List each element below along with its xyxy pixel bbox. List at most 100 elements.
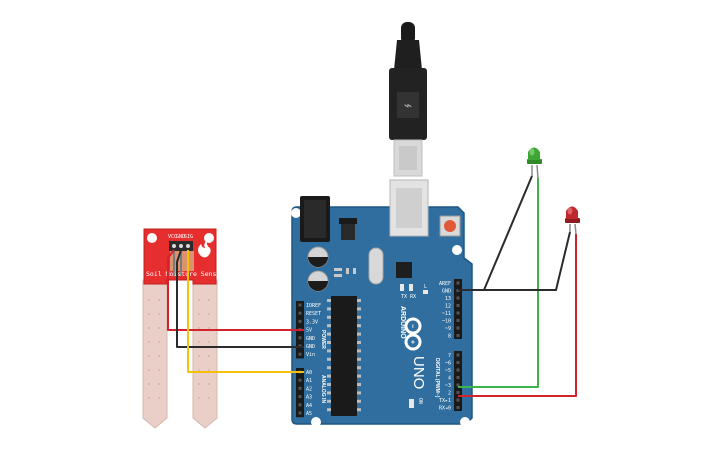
digital-pin-socket[interactable] [456, 353, 460, 357]
mounting-hole [204, 233, 214, 243]
probe-trace-dot [148, 299, 150, 301]
power-pin-socket[interactable] [298, 303, 302, 307]
probe-left [142, 279, 168, 429]
probe-trace-dot [158, 355, 160, 357]
wire-black-gnd[interactable] [176, 249, 304, 348]
model-label: UNO [410, 356, 427, 389]
chip-pin [327, 366, 331, 370]
digital-pin-label: ~6 [445, 361, 451, 367]
digital-pin-socket[interactable] [456, 391, 460, 394]
analog-pin-label: A5 [306, 411, 312, 417]
digital-pin-label: 13 [445, 296, 451, 302]
digital-pin-socket[interactable] [456, 406, 460, 409]
arduino-uno-board[interactable]: TX RX L − + ARDUINO UNO ON IOREFRESET3.3… [291, 179, 473, 427]
atmega-chip [327, 296, 361, 416]
digital-pin-socket[interactable] [456, 368, 460, 372]
probe-trace-dot [198, 369, 200, 371]
wire-green-pin4[interactable] [458, 178, 539, 388]
digital-pin-label: 2 [448, 391, 451, 397]
analog-pin-socket[interactable] [298, 386, 302, 390]
chip-pin [357, 332, 361, 336]
probe-trace-dot [208, 355, 210, 357]
digital-pin-label: AREF [439, 281, 451, 287]
red-led[interactable] [565, 206, 580, 235]
chip-pin [357, 307, 361, 311]
chip-pin [357, 299, 361, 302]
probe-trace-dot [148, 327, 150, 329]
chip-pin [327, 315, 331, 319]
analog-pin-label: A3 [306, 395, 312, 401]
chip-pin [327, 307, 331, 311]
wire-yellow-a0[interactable] [187, 250, 304, 373]
digital-pin-socket[interactable] [456, 398, 460, 402]
power-pin-socket[interactable] [298, 352, 302, 356]
power-pin-label: 3.3V [306, 319, 318, 325]
digital-header-label: DIGITAL (PWM~) [434, 358, 440, 398]
digital-pin-label: ~5 [445, 368, 451, 374]
power-pin-label: GND [306, 336, 315, 342]
analog-pin-socket[interactable] [298, 395, 302, 399]
digital-pin-socket[interactable] [456, 319, 460, 322]
probe-trace-dot [158, 341, 160, 343]
probe-right [192, 279, 218, 429]
reset-button[interactable] [439, 215, 461, 237]
digital-pin-socket[interactable] [456, 296, 460, 300]
chip-pin [327, 332, 331, 336]
analog-pin-label: A0 [306, 370, 312, 376]
digital-pin-label: GND [442, 289, 451, 295]
power-pin-socket[interactable] [298, 311, 302, 315]
digital-pin-socket[interactable] [456, 281, 460, 285]
probe-trace-dot [198, 341, 200, 343]
probe-trace-dot [158, 299, 160, 301]
chip-pin [357, 349, 361, 353]
power-header-label: POWER [320, 330, 326, 349]
analog-header-label: ANALOG IN [320, 375, 326, 403]
digital-pin-label: ~11 [442, 311, 451, 317]
probe-trace-dot [198, 355, 200, 357]
power-pin-socket[interactable] [298, 319, 302, 323]
power-pin-label: RESET [306, 311, 321, 317]
probe-trace-dot [148, 313, 150, 315]
power-pin-socket[interactable] [298, 336, 302, 340]
probe-trace-dot [158, 397, 160, 399]
chip-pin [327, 341, 331, 344]
probe-trace-dot [208, 383, 210, 385]
digital-pin-socket[interactable] [456, 376, 460, 379]
wire-red-5v[interactable] [167, 249, 304, 331]
capacitor [307, 270, 329, 292]
digital-pin-socket[interactable] [456, 304, 460, 307]
analog-pin-socket[interactable] [298, 378, 302, 382]
usb-cable[interactable]: ⌁ [389, 22, 427, 177]
wire-black-led-gnd-red[interactable] [484, 231, 571, 291]
digital-pin-socket[interactable] [456, 326, 460, 330]
probe-trace-dot [198, 327, 200, 329]
arduino-logo: − + [404, 317, 422, 351]
soil-moisture-sensor[interactable]: VCC GND SIG Soil Moisture Sensor [142, 228, 224, 429]
analog-pin-label: A4 [306, 403, 312, 409]
digital-pin-label: RX◂0 [439, 406, 451, 412]
digital-pin-socket[interactable] [456, 361, 460, 364]
sensor-pin-gnd: GND [176, 234, 185, 240]
green-led[interactable] [527, 147, 542, 179]
wire-red-pin2[interactable] [458, 234, 577, 397]
probe-trace-dot [198, 383, 200, 385]
digital-pin-label: ~10 [442, 319, 451, 325]
digital-pin-socket[interactable] [456, 311, 460, 315]
power-pin-label: IOREF [306, 303, 321, 309]
usb-icon: ⌁ [404, 97, 412, 113]
digital-pin-label: 4 [448, 376, 451, 382]
digital-pin-socket[interactable] [456, 334, 460, 337]
chip-pin [357, 366, 361, 370]
analog-pin-socket[interactable] [298, 403, 302, 407]
chip-pin [357, 399, 361, 403]
probe-trace-dot [148, 355, 150, 357]
tx-label: TX [401, 294, 407, 300]
analog-pin-socket[interactable] [298, 411, 302, 415]
capacitor [307, 246, 329, 268]
analog-pin-label: A2 [306, 386, 312, 392]
sensor-pin-vcc: VCC [168, 234, 177, 240]
chip-pin [357, 357, 361, 361]
digital-pin-socket[interactable] [456, 383, 460, 387]
probe-trace-dot [198, 299, 200, 301]
